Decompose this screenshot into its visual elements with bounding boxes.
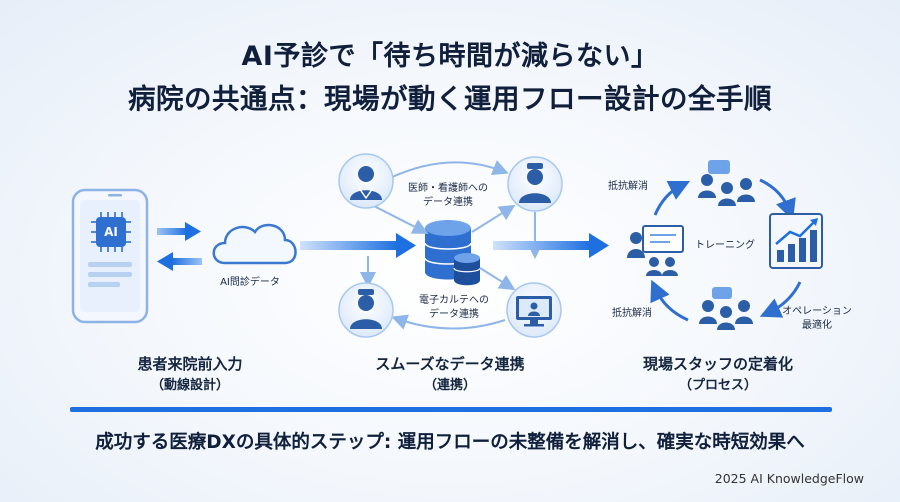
cloud-to-phone-arrow bbox=[157, 252, 202, 271]
footer-credit: 2025 AI KnowledgeFlow bbox=[714, 471, 864, 486]
data-flow-thin-arrows bbox=[360, 160, 543, 330]
divider-line bbox=[70, 407, 832, 412]
doctor-nurse-link-label: 医師・看護師への データ連携 bbox=[408, 183, 488, 208]
operation-optimization-label: オペレーション 最適化 bbox=[782, 306, 852, 331]
discussion-icon bbox=[698, 160, 755, 206]
smartphone-icon bbox=[71, 188, 149, 324]
ehr-monitor-icon bbox=[506, 282, 562, 338]
ai-interview-data-label: AI問診データ bbox=[220, 277, 280, 288]
resistance-label-top: 抵抗解消 bbox=[608, 181, 648, 192]
growth-chart-icon bbox=[769, 213, 823, 269]
summary-text: 成功する医療DXの具体的ステップ: 運用フローの未整備を解消し、確実な時短効果へ bbox=[95, 432, 805, 453]
right-caption-sub: （プロセス） bbox=[678, 378, 757, 393]
doctor-icon bbox=[338, 153, 394, 209]
ehr-link-label: 電子カルテへの データ連携 bbox=[419, 295, 489, 320]
left-caption-sub: （動線設計） bbox=[150, 378, 229, 393]
training-label: トレーニング bbox=[695, 240, 755, 251]
trainer-icon bbox=[627, 225, 684, 276]
phone-to-cloud-arrow bbox=[157, 222, 201, 241]
database-icon bbox=[424, 220, 481, 286]
cloud-to-database-arrow bbox=[300, 233, 416, 258]
page-title-line1: AI予診で「待ち時間が減らない」 bbox=[241, 41, 659, 72]
nurse-icon bbox=[507, 156, 563, 212]
cycle-arrows bbox=[650, 178, 802, 322]
cloud-icon bbox=[212, 223, 297, 265]
middle-caption: スムーズなデータ連携 （連携） bbox=[360, 354, 540, 396]
resistance-label-bottom: 抵抗解消 bbox=[612, 308, 652, 319]
middle-caption-title: スムーズなデータ連携 bbox=[375, 355, 525, 373]
middle-caption-sub: （連携） bbox=[423, 378, 476, 393]
page-title-line2: 病院の共通点：現場が動く運用フロー設計の全手順 bbox=[128, 83, 772, 115]
right-caption: 現場スタッフの定着化 （プロセス） bbox=[618, 354, 818, 396]
left-caption: 患者来院前入力 （動線設計） bbox=[100, 354, 280, 396]
right-caption-title: 現場スタッフの定着化 bbox=[642, 355, 793, 373]
team-icon bbox=[699, 287, 753, 330]
left-caption-title: 患者来院前入力 bbox=[137, 355, 243, 373]
ai-chip-label: AI bbox=[104, 225, 118, 239]
database-to-staff-arrow bbox=[493, 233, 609, 258]
nurse-staff-icon bbox=[338, 282, 394, 338]
